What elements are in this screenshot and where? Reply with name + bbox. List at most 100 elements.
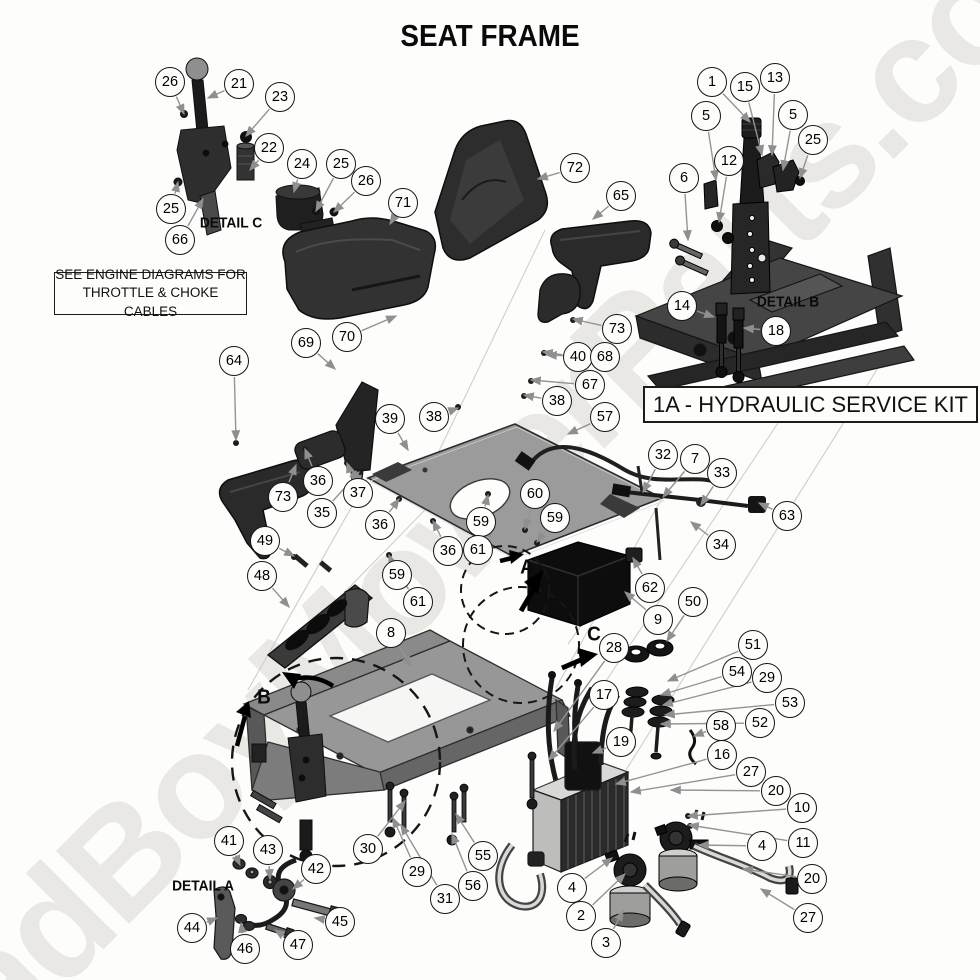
- callout-16: 16: [707, 740, 737, 770]
- callout-32: 32: [648, 440, 678, 470]
- callout-12: 12: [714, 146, 744, 176]
- callout-8: 8: [376, 618, 406, 648]
- callout-20: 20: [797, 864, 827, 894]
- leader-line-47: [273, 929, 286, 940]
- leader-line-13: [767, 93, 777, 157]
- callout-31: 31: [430, 884, 460, 914]
- leader-line-56: [451, 832, 468, 872]
- section-marker-b: B: [257, 686, 271, 709]
- seat-pan-plate: [366, 423, 665, 560]
- leader-line-26: [332, 191, 355, 213]
- callout-37: 37: [343, 478, 373, 508]
- callout-13: 13: [760, 63, 790, 93]
- callout-51: 51: [738, 630, 768, 660]
- leader-line-23: [245, 108, 271, 138]
- leader-line-64: [231, 376, 241, 442]
- leader-line-45: [313, 915, 326, 924]
- leader-line-59: [536, 530, 547, 544]
- callout-25: 25: [798, 125, 828, 155]
- leader-line-20: [741, 865, 797, 878]
- leader-line-4: [697, 840, 747, 850]
- leader-line-32: [642, 468, 657, 494]
- callout-73: 73: [602, 314, 632, 344]
- leader-line-50: [666, 614, 685, 643]
- callout-36: 36: [365, 510, 395, 540]
- section-marker-c: C: [587, 623, 601, 646]
- leader-line-41: [231, 854, 241, 867]
- leader-line-71: [389, 213, 399, 226]
- leader-line-2: [592, 873, 627, 906]
- callout-29: 29: [402, 857, 432, 887]
- callout-63: 63: [772, 501, 802, 531]
- callout-28: 28: [599, 633, 629, 663]
- brake-lever-assembly: [249, 681, 327, 863]
- callout-59: 59: [466, 507, 496, 537]
- callout-22: 22: [254, 133, 284, 163]
- leader-line-19: [591, 745, 607, 754]
- leader-line-26: [175, 96, 185, 116]
- callout-18: 18: [761, 316, 791, 346]
- leader-line-70: [361, 315, 398, 332]
- leader-line-20: [669, 785, 761, 795]
- leader-line-18: [742, 324, 761, 334]
- callout-11: 11: [788, 828, 818, 858]
- callout-40: 40: [563, 342, 593, 372]
- callout-25: 25: [156, 194, 186, 224]
- service-kit-label: 1A - HYDRAULIC SERVICE KIT: [652, 391, 968, 417]
- leader-line-60: [523, 509, 532, 531]
- callout-68: 68: [590, 342, 620, 372]
- leader-line-36: [304, 447, 313, 467]
- leader-line-16: [614, 758, 707, 786]
- engine-note-box: SEE ENGINE DIAGRAMS FOR THROTTLE & CHOKE…: [54, 267, 247, 319]
- leader-line-10: [686, 808, 787, 820]
- leader-line-36: [432, 519, 442, 538]
- detail-label-b: DETAIL B: [756, 293, 820, 311]
- leader-line-3: [612, 909, 624, 930]
- leader-line-21: [206, 89, 225, 99]
- leader-line-72: [536, 171, 560, 181]
- callout-36: 36: [303, 466, 333, 496]
- leader-line-27: [629, 773, 736, 795]
- callout-46: 46: [230, 934, 260, 964]
- callout-52: 52: [745, 708, 775, 738]
- callout-50: 50: [678, 587, 708, 617]
- leader-line-42: [291, 878, 305, 890]
- leader-line-55: [455, 812, 475, 843]
- page-title: SEAT FRAME: [400, 18, 580, 53]
- callout-41: 41: [214, 826, 244, 856]
- callout-4: 4: [557, 873, 587, 903]
- callout-10: 10: [787, 793, 817, 823]
- callout-61: 61: [463, 535, 493, 565]
- callout-36: 36: [433, 536, 463, 566]
- leader-line-12: [716, 176, 728, 224]
- callout-19: 19: [606, 727, 636, 757]
- leader-line-63: [757, 502, 773, 512]
- callout-43: 43: [253, 835, 283, 865]
- callout-27: 27: [793, 903, 823, 933]
- callout-73: 73: [268, 482, 298, 512]
- callout-55: 55: [468, 841, 498, 871]
- leader-line-67: [529, 376, 575, 386]
- leader-line-6: [682, 193, 692, 242]
- leader-line-27: [759, 888, 795, 911]
- callout-59: 59: [382, 560, 412, 590]
- callout-58: 58: [706, 711, 736, 741]
- callout-26: 26: [155, 67, 185, 97]
- callout-29: 29: [752, 663, 782, 693]
- callout-23: 23: [265, 82, 295, 112]
- leader-line-69: [317, 353, 337, 370]
- leader-line-33: [700, 485, 714, 507]
- callout-48: 48: [247, 561, 277, 591]
- callout-4: 4: [747, 831, 777, 861]
- callout-33: 33: [707, 458, 737, 488]
- callout-25: 25: [326, 149, 356, 179]
- callout-17: 17: [589, 680, 619, 710]
- callout-72: 72: [560, 153, 590, 183]
- callout-67: 67: [575, 370, 605, 400]
- leader-line-59: [388, 553, 397, 566]
- callout-26: 26: [351, 166, 381, 196]
- callout-62: 62: [635, 573, 665, 603]
- detail-label-a: DETAIL A: [172, 877, 234, 895]
- leader-line-1: [722, 93, 751, 124]
- leader-line-5: [780, 130, 791, 172]
